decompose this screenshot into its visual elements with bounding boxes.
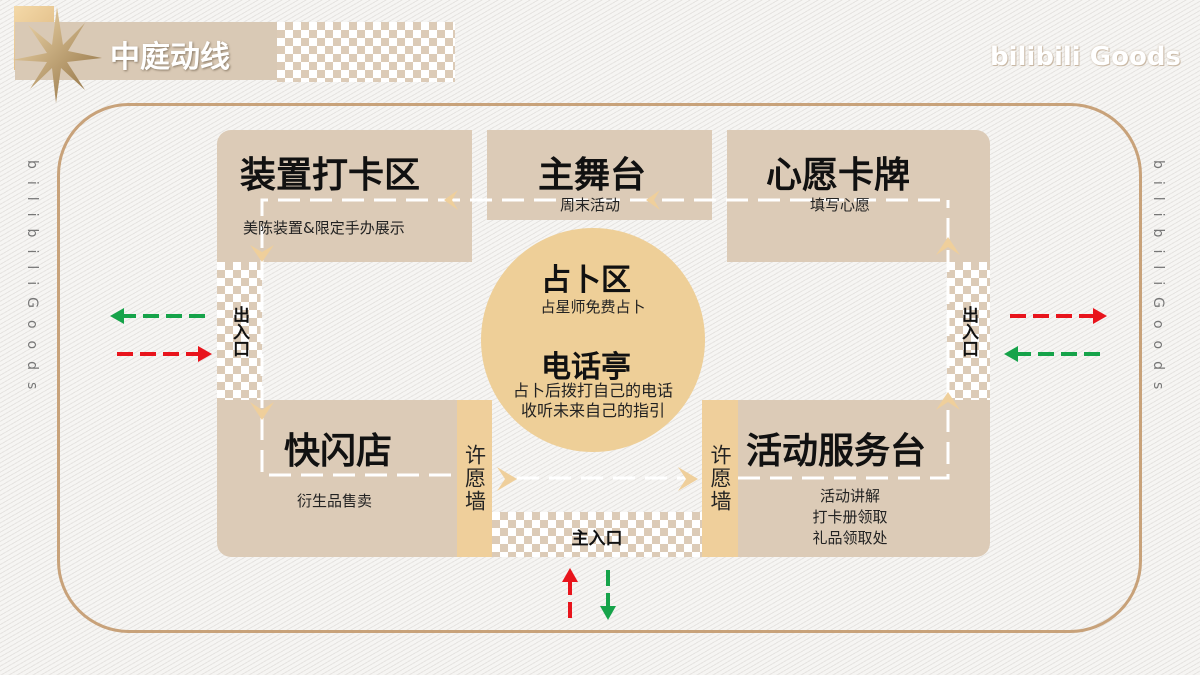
divination-sub: 占星师免费占卜 <box>540 298 646 316</box>
installation-title: 装置打卡区 <box>240 155 421 196</box>
popup-sub: 衍生品售卖 <box>297 492 373 510</box>
chevron-up-icon <box>936 392 960 410</box>
exit-right-area <box>947 262 990 400</box>
side-text-right: bilibiliGoods <box>1150 160 1166 402</box>
chevron-left-icon <box>646 190 660 210</box>
star-icon <box>12 7 102 103</box>
arrow-up-icon <box>562 568 578 582</box>
phone-sub: 占卜后拨打自己的电话 收听未来自己的指引 <box>512 381 673 420</box>
exit-right-label: 出入口 <box>958 305 978 357</box>
zone-stage <box>487 130 712 220</box>
wish-wall-left: 许愿墙 <box>457 400 492 557</box>
chevron-left-icon <box>444 190 458 210</box>
stage-title: 主舞台 <box>538 155 647 196</box>
chevron-right-icon <box>678 467 698 491</box>
main-entrance-area <box>492 512 702 557</box>
arrow-left-icon <box>110 308 124 324</box>
service-title: 活动服务台 <box>746 431 927 472</box>
main-entrance-label: 主入口 <box>571 529 623 549</box>
zone-divination-phone <box>481 228 705 452</box>
stage-sub: 周末活动 <box>560 196 621 214</box>
wish-wall-right: 许愿墙 <box>702 400 738 557</box>
exit-left-area <box>217 262 262 400</box>
arrow-down-icon <box>600 606 616 620</box>
phone-title: 电话亭 <box>541 350 631 385</box>
zone-popup <box>217 400 457 557</box>
chevron-up-icon <box>936 237 960 255</box>
chevron-down-icon <box>250 402 274 420</box>
arrow-right-icon <box>198 346 212 362</box>
side-text-left: bilibiliGoods <box>24 160 40 402</box>
chevron-down-icon <box>250 245 274 262</box>
service-sub: 活动讲解 打卡册领取 礼品领取处 <box>812 487 888 547</box>
venue-frame <box>57 103 1142 633</box>
wish-cards-sub: 填写心愿 <box>810 196 871 214</box>
installation-sub: 美陈装置&限定手办展示 <box>243 219 405 237</box>
chevron-right-icon <box>497 467 517 491</box>
header-checker <box>277 22 455 82</box>
brand-logo: bilibili Goods <box>990 42 1181 72</box>
wish-cards-title: 心愿卡牌 <box>766 155 911 196</box>
divination-title: 占卜区 <box>541 263 631 298</box>
zone-installation <box>217 130 472 262</box>
popup-title: 快闪店 <box>284 431 393 472</box>
arrow-right-icon <box>1093 308 1107 324</box>
exit-left-label: 出入口 <box>229 305 249 357</box>
arrow-left-icon <box>1004 346 1018 362</box>
page-title: 中庭动线 <box>110 40 230 75</box>
